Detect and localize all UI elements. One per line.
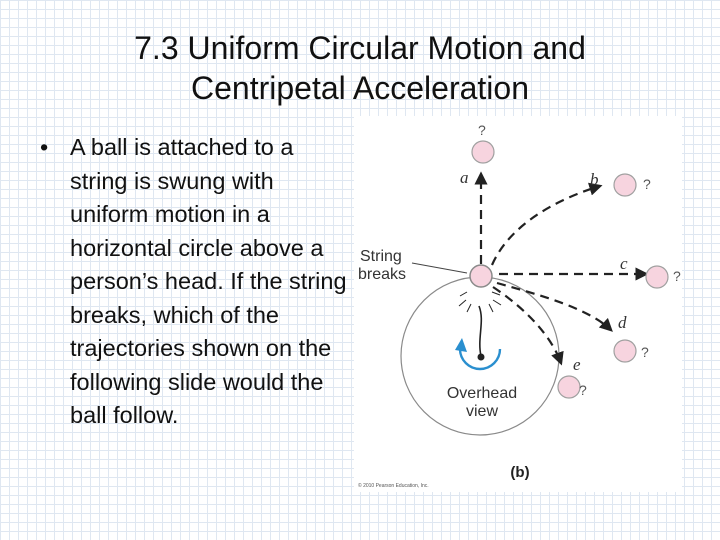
credit-label: © 2010 Pearson Education, Inc.	[358, 482, 429, 489]
trajectory-e	[492, 286, 564, 366]
trajectory-b	[490, 182, 603, 266]
label-c: c	[620, 254, 628, 273]
trajectory-diagram: a b c d e ? ? ? ? ? String breaks Overhe…	[358, 122, 681, 489]
label-b: b	[590, 170, 599, 189]
trajectory-figure: a b c d e ? ? ? ? ? String breaks Overhe…	[354, 116, 682, 492]
break-burst	[458, 291, 502, 313]
title-line-2: Centripetal Acceleration	[191, 70, 529, 106]
bullet-item: • A ball is attached to a string is swun…	[34, 131, 356, 433]
ball	[469, 264, 493, 288]
rotation-arrow-head	[455, 338, 467, 352]
question-c: ?	[673, 268, 681, 284]
center-point	[477, 353, 485, 361]
label-e: e	[573, 355, 581, 374]
question-d: ?	[641, 344, 649, 360]
bullet-text: A ball is attached to a string is swung …	[70, 134, 347, 428]
label-a: a	[460, 168, 469, 187]
ball-c	[645, 265, 669, 289]
title-line-1: 7.3 Uniform Circular Motion and	[134, 30, 586, 66]
question-e: ?	[579, 382, 587, 398]
trajectory-d	[496, 281, 613, 332]
string-label: String	[360, 248, 402, 265]
string-label-leader	[411, 262, 468, 274]
ball-d	[613, 339, 637, 363]
overhead-label: Overhead	[447, 385, 517, 402]
question-b: ?	[643, 176, 651, 192]
ball-b	[613, 173, 637, 197]
rotation-arrow	[458, 348, 502, 371]
label-d: d	[618, 313, 627, 332]
question-a: ?	[478, 122, 486, 138]
ball-a	[471, 140, 495, 164]
slide-title: 7.3 Uniform Circular Motion and Centripe…	[30, 28, 690, 108]
breaks-label: breaks	[358, 266, 406, 283]
bullet-marker: •	[40, 134, 49, 160]
part-label: (b)	[510, 464, 529, 481]
bullet-list: • A ball is attached to a string is swun…	[34, 131, 356, 433]
string	[478, 305, 483, 357]
view-label: view	[466, 403, 498, 420]
ball-e	[557, 375, 581, 399]
